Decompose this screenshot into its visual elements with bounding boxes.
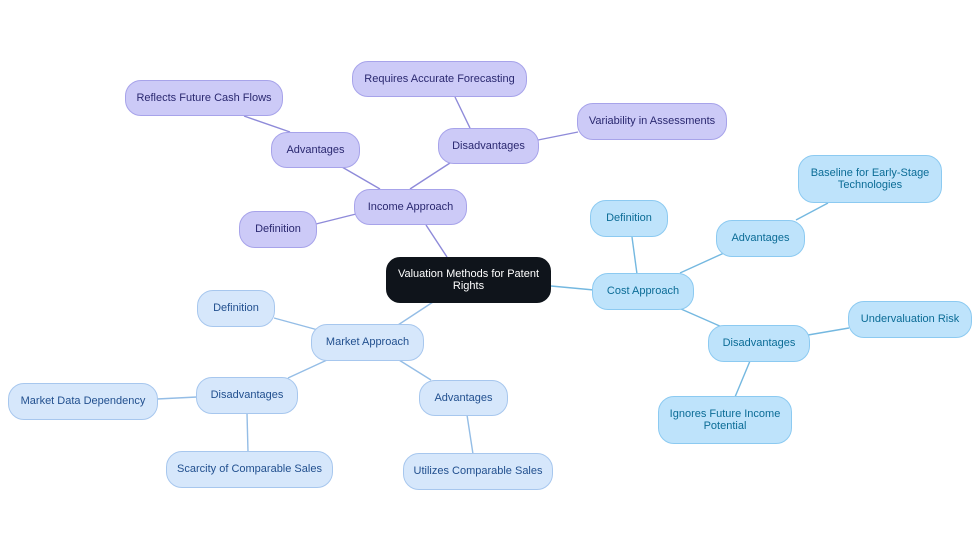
market-data-dependency-label: Market Data Dependency xyxy=(20,395,146,408)
cost-definition-node[interactable]: Definition xyxy=(590,200,668,237)
market-definition-label: Definition xyxy=(213,302,259,315)
market-approach-node[interactable]: Market Approach xyxy=(311,324,424,361)
cost-definition-label: Definition xyxy=(606,212,652,225)
cost-approach-label: Cost Approach xyxy=(606,285,680,298)
market-approach-label: Market Approach xyxy=(325,336,410,349)
edge-income-advantages xyxy=(341,166,381,190)
income-disadvantages-label: Disadvantages xyxy=(452,139,525,152)
income-advantages-label: Advantages xyxy=(286,143,345,156)
requires-accurate-forecasting-label: Requires Accurate Forecasting xyxy=(364,72,515,85)
edge-cost-disadvantages xyxy=(680,308,723,328)
edge-disadvantages-undervaluation xyxy=(807,327,850,336)
edge-market-disadvantages xyxy=(287,359,328,379)
edge-advantages-baseline xyxy=(795,202,829,221)
reflects-future-cash-flows-label: Reflects Future Cash Flows xyxy=(136,91,272,104)
cost-advantages-label: Advantages xyxy=(731,232,790,245)
income-definition-node[interactable]: Definition xyxy=(239,211,317,248)
edge-advantages-comparable xyxy=(466,414,474,455)
income-definition-label: Definition xyxy=(255,223,301,236)
scarcity-of-comparable-sales-label: Scarcity of Comparable Sales xyxy=(177,463,322,476)
income-approach-node[interactable]: Income Approach xyxy=(354,189,467,225)
market-advantages-label: Advantages xyxy=(434,391,493,404)
requires-accurate-forecasting-node[interactable]: Requires Accurate Forecasting xyxy=(352,61,527,97)
edge-market-advantages xyxy=(398,359,432,381)
market-data-dependency-node[interactable]: Market Data Dependency xyxy=(8,383,158,420)
undervaluation-risk-node[interactable]: Undervaluation Risk xyxy=(848,301,972,338)
variability-in-assessments-node[interactable]: Variability in Assessments xyxy=(577,103,727,140)
cost-advantages-node[interactable]: Advantages xyxy=(716,220,805,257)
variability-in-assessments-label: Variability in Assessments xyxy=(588,115,716,128)
income-advantages-node[interactable]: Advantages xyxy=(271,132,360,168)
scarcity-of-comparable-sales-node[interactable]: Scarcity of Comparable Sales xyxy=(166,451,333,488)
edge-advantages-cashflows xyxy=(243,115,291,133)
market-disadvantages-label: Disadvantages xyxy=(210,389,284,402)
undervaluation-risk-label: Undervaluation Risk xyxy=(860,313,960,326)
root-label: Valuation Methods for Patent Rights xyxy=(397,267,540,292)
edge-root-market xyxy=(397,301,434,326)
cost-approach-node[interactable]: Cost Approach xyxy=(592,273,694,310)
market-advantages-node[interactable]: Advantages xyxy=(419,380,508,416)
edge-disadvantages-ignores xyxy=(734,360,751,398)
edge-income-disadvantages xyxy=(409,162,451,190)
baseline-early-stage-label: Baseline for Early-Stage Technologies xyxy=(810,166,930,191)
ignores-future-income-label: Ignores Future Income Potential xyxy=(669,407,781,432)
market-disadvantages-node[interactable]: Disadvantages xyxy=(196,377,298,414)
utilizes-comparable-sales-node[interactable]: Utilizes Comparable Sales xyxy=(403,453,553,490)
edge-cost-definition xyxy=(631,236,638,275)
edge-disadvantages-scarcity xyxy=(246,412,249,453)
edge-disadvantages-marketdata xyxy=(156,396,198,400)
edge-disadvantages-forecasting xyxy=(454,96,471,129)
utilizes-comparable-sales-label: Utilizes Comparable Sales xyxy=(413,465,543,478)
edge-market-definition xyxy=(273,317,319,331)
edge-root-cost xyxy=(550,285,595,291)
ignores-future-income-node[interactable]: Ignores Future Income Potential xyxy=(658,396,792,444)
edge-cost-advantages xyxy=(679,252,725,274)
edge-income-definition xyxy=(315,213,357,225)
reflects-future-cash-flows-node[interactable]: Reflects Future Cash Flows xyxy=(125,80,283,116)
edge-root-income xyxy=(425,224,448,258)
income-disadvantages-node[interactable]: Disadvantages xyxy=(438,128,539,164)
market-definition-node[interactable]: Definition xyxy=(197,290,275,327)
cost-disadvantages-node[interactable]: Disadvantages xyxy=(708,325,810,362)
income-approach-label: Income Approach xyxy=(367,200,454,213)
edge-disadvantages-variability xyxy=(537,131,579,141)
cost-disadvantages-label: Disadvantages xyxy=(722,337,796,350)
root-node[interactable]: Valuation Methods for Patent Rights xyxy=(386,257,551,303)
baseline-early-stage-node[interactable]: Baseline for Early-Stage Technologies xyxy=(798,155,942,203)
